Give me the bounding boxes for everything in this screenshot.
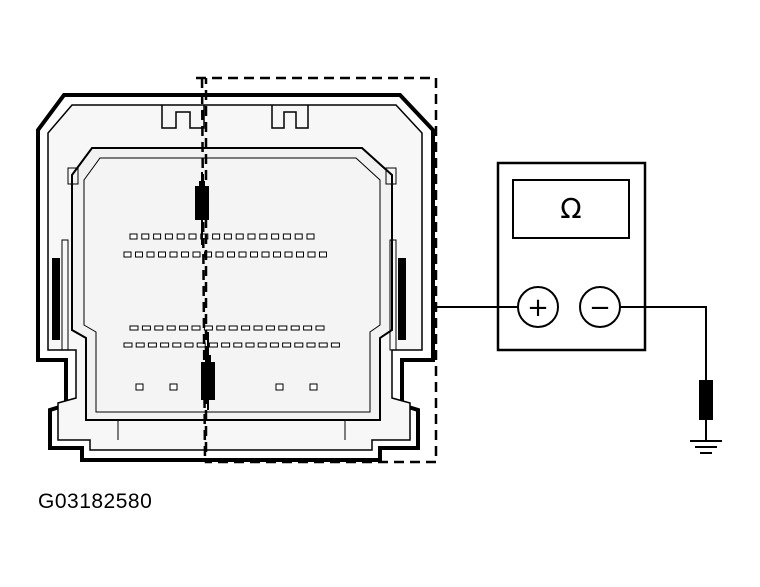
pin-cavity bbox=[294, 342, 304, 348]
negative-terminal-label: − bbox=[589, 293, 611, 323]
pin-cavity bbox=[284, 251, 293, 258]
pin-cavity-large bbox=[275, 383, 284, 391]
pin-cavity bbox=[176, 233, 185, 240]
pin-cavity bbox=[154, 325, 164, 331]
pin-cavity-large bbox=[309, 383, 318, 391]
pin-cavity bbox=[257, 342, 267, 348]
pin-cavity bbox=[188, 233, 197, 240]
pin-cavity bbox=[318, 342, 328, 348]
pin-cavity bbox=[294, 233, 303, 240]
pin-cavity bbox=[282, 342, 292, 348]
pin-cavity bbox=[169, 251, 178, 258]
test-probe-icon bbox=[201, 332, 215, 410]
pin-cavity bbox=[315, 325, 325, 331]
pin-cavity bbox=[223, 233, 232, 240]
pin-cavity bbox=[181, 251, 189, 258]
pin-cavity bbox=[141, 325, 151, 331]
pin-cavity bbox=[303, 325, 313, 331]
pin-cavity bbox=[306, 342, 316, 348]
connector-pin-grid bbox=[123, 233, 340, 391]
pin-cavity bbox=[271, 233, 280, 240]
ground-icon bbox=[690, 440, 722, 454]
pin-cavity bbox=[227, 251, 235, 258]
face-bump-right bbox=[385, 167, 397, 185]
side-rail-right bbox=[389, 239, 397, 351]
pin-cavity bbox=[153, 233, 162, 240]
pin-cavity bbox=[172, 342, 182, 348]
pin-cavity bbox=[215, 251, 224, 258]
pin-cavity bbox=[241, 325, 251, 331]
pin-cavity bbox=[129, 233, 138, 240]
test-probe-icon bbox=[195, 172, 209, 245]
pin-cavity bbox=[164, 233, 173, 240]
pin-cavity-large bbox=[169, 383, 178, 391]
pin-cavity bbox=[228, 325, 238, 331]
pin-cavity bbox=[330, 342, 340, 348]
pin-cavity bbox=[261, 251, 270, 258]
pin-cavity bbox=[273, 251, 281, 258]
connector-face-inner bbox=[83, 157, 381, 413]
negative-lead-wire bbox=[620, 306, 707, 380]
pin-cavity bbox=[196, 342, 206, 348]
positive-terminal-label: + bbox=[527, 293, 549, 323]
pin-cavity bbox=[221, 342, 231, 348]
pin-cavity bbox=[282, 233, 291, 240]
pin-cavity bbox=[158, 251, 166, 258]
pin-cavity bbox=[135, 251, 143, 258]
pin-cavity bbox=[208, 342, 218, 348]
pin-cavity bbox=[235, 233, 244, 240]
pin-cavity bbox=[269, 342, 279, 348]
pin-cavity bbox=[179, 325, 189, 331]
pin-cavity bbox=[184, 342, 194, 348]
meter-ohm-symbol: Ω bbox=[560, 192, 581, 225]
side-lock-left bbox=[52, 258, 60, 340]
pin-cavity bbox=[160, 342, 170, 348]
pin-cavity bbox=[296, 251, 304, 258]
multimeter-icon: Ω + − bbox=[496, 161, 647, 352]
pin-cavity bbox=[166, 325, 176, 331]
side-lock-right bbox=[398, 258, 406, 340]
pin-cavity bbox=[307, 251, 316, 258]
pin-cavity bbox=[129, 325, 139, 331]
pin-cavity bbox=[238, 251, 247, 258]
pin-cavity bbox=[192, 251, 201, 258]
pin-cavity bbox=[319, 251, 327, 258]
side-rail-left bbox=[61, 239, 69, 351]
face-bump-left bbox=[67, 167, 79, 185]
pin-cavity bbox=[123, 251, 132, 258]
latch-notch-right bbox=[271, 105, 309, 129]
pin-cavity bbox=[135, 342, 145, 348]
pin-cavity bbox=[212, 233, 221, 240]
pin-cavity bbox=[250, 251, 258, 258]
pin-cavity bbox=[203, 325, 213, 331]
figure-id-label: G03182580 bbox=[38, 490, 153, 513]
meter-display bbox=[512, 179, 630, 239]
pin-cavity bbox=[278, 325, 288, 331]
pin-cavity-large bbox=[135, 383, 144, 391]
dashed-probe-region bbox=[196, 76, 438, 464]
pin-cavity bbox=[306, 233, 315, 240]
pin-cavity bbox=[141, 233, 150, 240]
pin-cavity bbox=[146, 251, 155, 258]
pin-cavity bbox=[233, 342, 243, 348]
pin-cavity bbox=[265, 325, 275, 331]
pin-cavity bbox=[123, 342, 133, 348]
pin-cavity bbox=[290, 325, 300, 331]
pin-cavity bbox=[247, 233, 256, 240]
pin-cavity bbox=[245, 342, 255, 348]
pin-cavity bbox=[253, 325, 263, 331]
pin-cavity bbox=[191, 325, 201, 331]
ecu-connector-icon bbox=[36, 93, 435, 462]
pin-cavity bbox=[259, 233, 268, 240]
pin-cavity bbox=[147, 342, 157, 348]
pin-cavity bbox=[216, 325, 226, 331]
ground-probe-icon bbox=[699, 380, 713, 440]
